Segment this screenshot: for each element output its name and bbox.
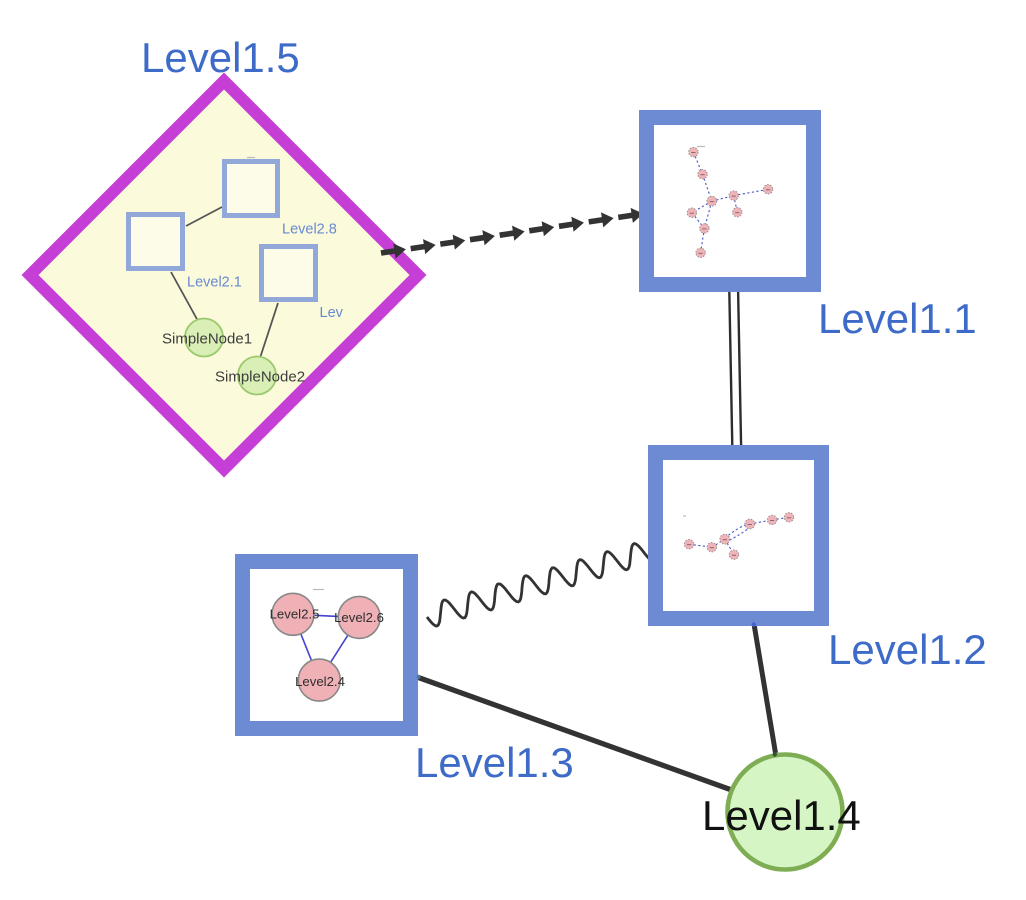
- svg-text:SimpleNode1: SimpleNode1: [162, 331, 252, 348]
- svg-text:Level2.4: Level2.4: [295, 674, 345, 689]
- svg-text:Level2.1: Level2.1: [187, 275, 242, 291]
- svg-text:Level1.5: Level1.5: [141, 34, 300, 81]
- svg-text:Level1.1: Level1.1: [818, 295, 977, 342]
- svg-text:Level1.2: Level1.2: [828, 626, 987, 673]
- svg-text:Level2.6: Level2.6: [334, 610, 384, 625]
- svg-text:SimpleNode2: SimpleNode2: [215, 369, 305, 386]
- svg-text:Lev: Lev: [320, 305, 344, 321]
- svg-text:Level2.5: Level2.5: [270, 607, 320, 622]
- svg-text:Level1.3: Level1.3: [415, 739, 574, 786]
- svg-text:Level1.4: Level1.4: [702, 792, 861, 839]
- svg-text:Level2.8: Level2.8: [282, 222, 337, 238]
